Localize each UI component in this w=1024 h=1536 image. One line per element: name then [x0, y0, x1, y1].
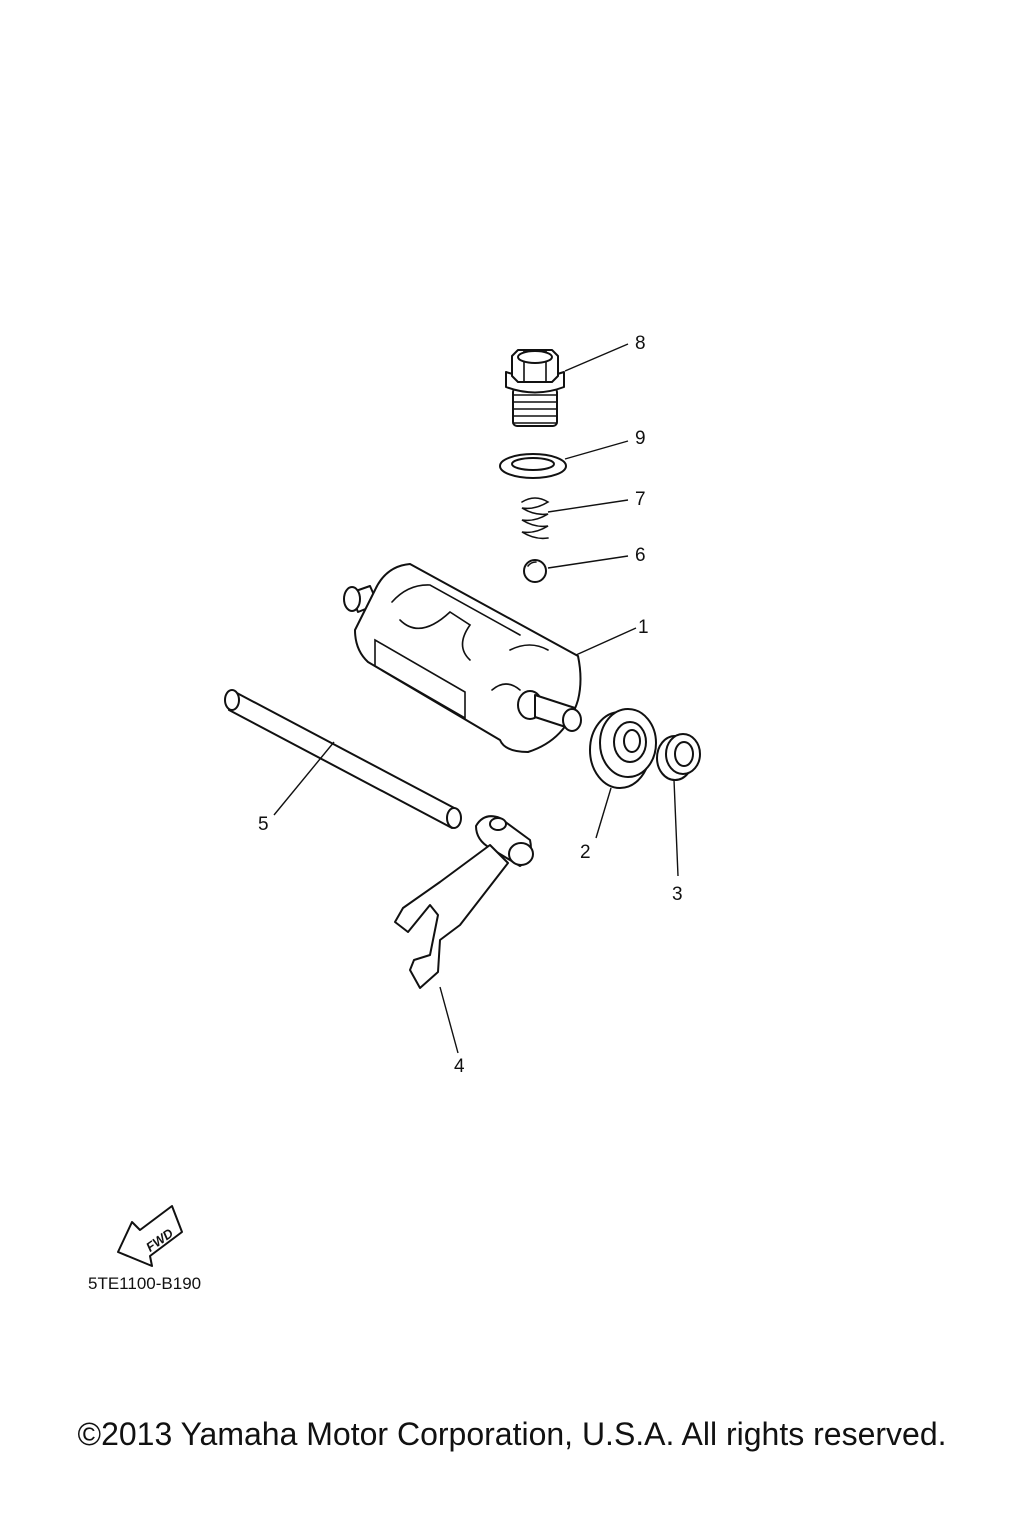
part-2-bearing: [589, 708, 657, 789]
callout-8: 8: [635, 333, 646, 354]
part-5-shaft: [224, 689, 462, 829]
diagram-code: 5TE1100-B190: [88, 1274, 202, 1293]
part-4-shift-fork: [394, 815, 534, 989]
part-3-seal: [656, 733, 701, 781]
callout-2: 2: [580, 842, 591, 863]
part-1-shift-drum: [343, 563, 582, 753]
callout-6: 6: [635, 545, 646, 566]
callout-9: 9: [635, 428, 646, 449]
callout-3: 3: [672, 884, 683, 905]
part-8-bolt: [505, 349, 565, 427]
part-7-spring: [521, 497, 550, 540]
callout-4: 4: [454, 1056, 465, 1077]
callout-1: 1: [638, 617, 649, 638]
part-9-washer: [499, 453, 567, 479]
copyright-notice: ©2013 Yamaha Motor Corporation, U.S.A. A…: [77, 1416, 947, 1452]
fwd-arrow-icon: FWD: [117, 1205, 183, 1267]
callout-7: 7: [635, 489, 646, 510]
callout-5: 5: [258, 814, 269, 835]
part-6-ball: [523, 559, 547, 583]
callout-labels: 8 9 7 6 1 2 3 4 5: [258, 333, 683, 1077]
leader-lines: [273, 343, 679, 1054]
